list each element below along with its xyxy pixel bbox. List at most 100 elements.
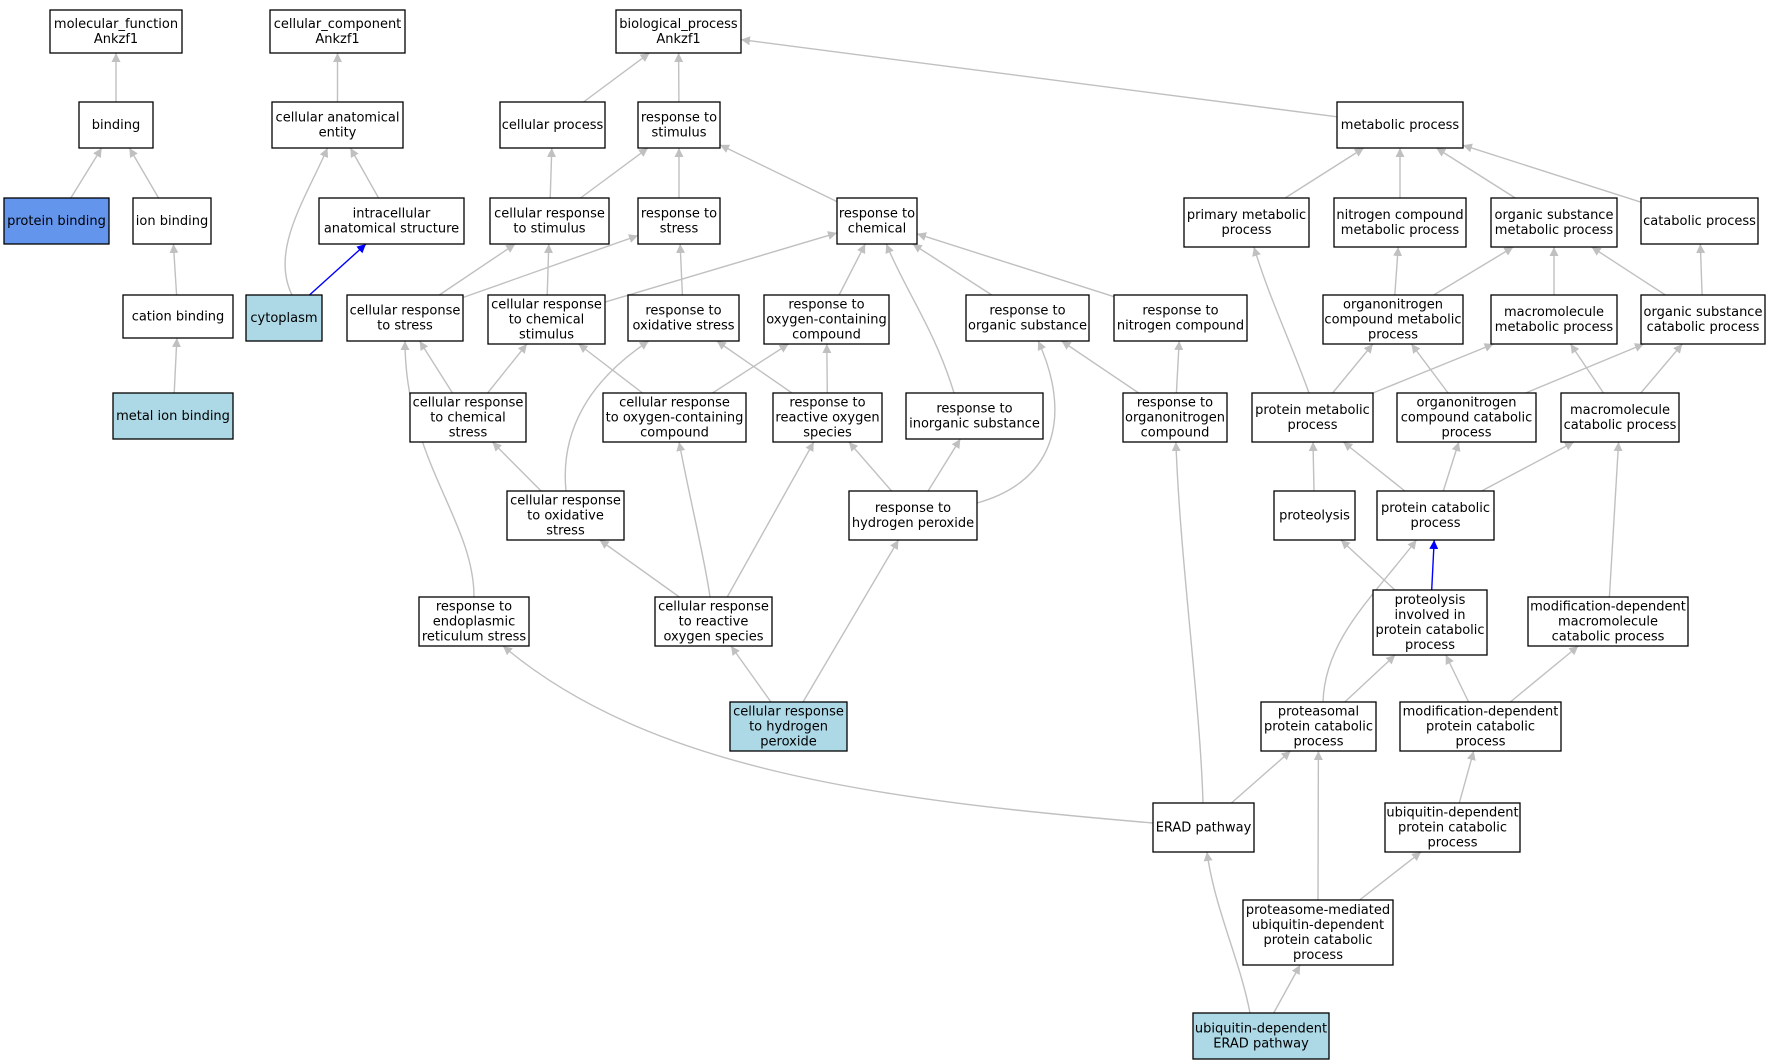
node-label-line: stress — [546, 524, 585, 539]
node-box — [122, 294, 234, 339]
node-metab[interactable]: metabolic process — [1336, 101, 1464, 149]
node-label-line: metabolic process — [1341, 223, 1460, 238]
node-label-line: proteasomal — [1278, 705, 1359, 720]
node-label-line: cellular response — [510, 494, 621, 509]
edge-crros-to-croxcomp — [676, 441, 711, 598]
edge-cationbind-to-ionbind — [169, 243, 179, 296]
node-catab[interactable]: catabolic process — [1640, 197, 1759, 245]
node-box — [499, 101, 606, 149]
node-label-line: intracellular — [353, 207, 431, 222]
edge-line — [583, 52, 650, 103]
node-cellproc[interactable]: cellular process — [499, 101, 606, 149]
edge-line — [491, 441, 542, 492]
node-box — [1560, 392, 1680, 443]
edge-erad-to-proteasomal — [1230, 750, 1292, 804]
edge-line — [712, 343, 789, 394]
edge-line — [1481, 441, 1575, 492]
node-binding[interactable]: binding — [78, 101, 154, 149]
node-label-line: response to — [989, 304, 1065, 319]
node-label-line: oxygen-containing — [766, 313, 886, 328]
node-label-line: response to — [641, 207, 717, 222]
node-label-line: organic substance — [1644, 305, 1763, 320]
edge-croxstress-to-crchemstress — [491, 441, 542, 492]
node-cationbind[interactable]: cation binding — [122, 294, 234, 339]
node-box — [1251, 392, 1374, 443]
node-moddepmacro[interactable]: modification-dependentmacromoleculecatab… — [1527, 596, 1689, 647]
node-proteasomeub[interactable]: proteasome-mediatedubiquitin-dependentpr… — [1242, 899, 1394, 966]
edge-metalbind-to-cationbind — [171, 337, 181, 394]
edge-proteolysis-to-protmet — [1308, 441, 1318, 492]
edge-uberad-to-proteasomeub — [1273, 964, 1301, 1014]
node-label-line: response to — [839, 207, 915, 222]
node-metalbind[interactable]: metal ion binding — [112, 392, 234, 440]
edge-rh2o2-to-rorgsub — [976, 340, 1056, 504]
node-label-line: process — [1222, 223, 1272, 238]
node-protbind[interactable]: protein binding — [3, 197, 110, 245]
node-label-line: to stress — [377, 319, 433, 334]
node-label-line: protein catabolic — [1398, 821, 1507, 836]
node-box — [602, 392, 747, 443]
node-cyto[interactable]: cytoplasm — [245, 294, 323, 342]
node-box — [1260, 701, 1377, 752]
node-label-line: cellular response — [733, 705, 844, 720]
edge-line — [544, 243, 554, 296]
edge-line — [70, 147, 103, 199]
node-label-line: cytoplasm — [250, 311, 317, 326]
node-box — [346, 294, 464, 342]
edge-line — [1372, 343, 1494, 394]
edge-line — [284, 147, 329, 296]
node-box — [3, 197, 110, 245]
node-erad[interactable]: ERAD pathway — [1152, 802, 1255, 853]
node-box — [848, 490, 978, 541]
node-label-line: modification-dependent — [1403, 705, 1559, 720]
edge-rorgsub-to-rchem — [912, 243, 993, 296]
edge-rchem-to-rstim — [719, 144, 838, 203]
node-box — [1399, 701, 1562, 752]
node-ionbind[interactable]: ion binding — [132, 197, 212, 245]
node-proteolysis[interactable]: proteolysis — [1273, 490, 1356, 541]
edge-line — [1591, 246, 1666, 296]
node-label-line: cellular response — [413, 396, 524, 411]
node-box — [1490, 294, 1618, 345]
